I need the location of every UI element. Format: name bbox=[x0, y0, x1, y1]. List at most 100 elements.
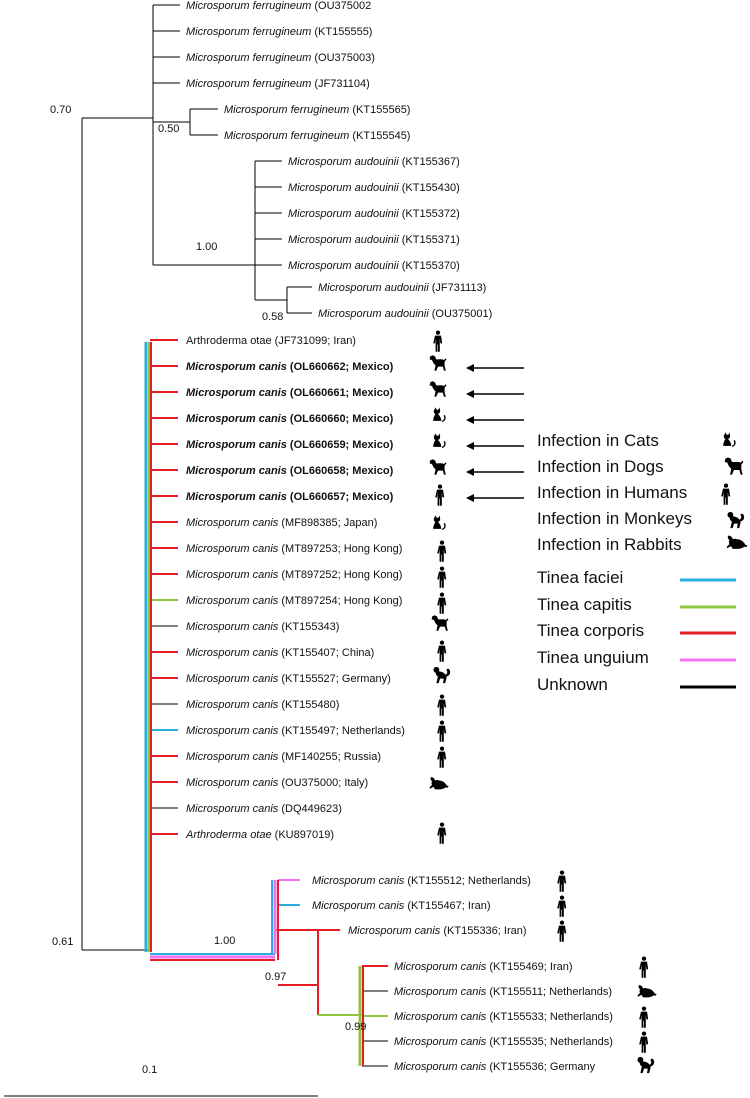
support-value: 0.58 bbox=[262, 311, 283, 323]
accession: (KT155511; Netherlands) bbox=[486, 986, 612, 998]
arrow-icon bbox=[466, 364, 524, 372]
leaf-label: Microsporum ferrugineum (KT155555) bbox=[186, 26, 372, 38]
accession: (OL660659; Mexico) bbox=[287, 439, 394, 451]
leaf-label: Microsporum canis (KT155533; Netherlands… bbox=[394, 1011, 613, 1023]
monkey-icon bbox=[433, 666, 451, 684]
accession: (KT155480) bbox=[278, 699, 339, 711]
arrow-icon bbox=[466, 468, 524, 476]
human-icon bbox=[639, 1031, 649, 1053]
leaf-label: Microsporum canis (OL660658; Mexico) bbox=[186, 465, 394, 477]
accession: (JF731104) bbox=[311, 78, 370, 90]
leaf-label: Microsporum ferrugineum (KT155565) bbox=[224, 104, 410, 116]
species-name: Microsporum ferrugineum bbox=[224, 104, 349, 116]
highlight-arrows bbox=[466, 364, 524, 502]
species-name: Microsporum canis bbox=[394, 986, 487, 998]
leaf-label: Microsporum canis (OL660660; Mexico) bbox=[186, 413, 394, 425]
cat-icon bbox=[433, 515, 446, 530]
leaf-label: Microsporum audouinii (KT155372) bbox=[288, 208, 460, 220]
species-name: Microsporum ferrugineum bbox=[186, 52, 311, 64]
species-name: Microsporum canis bbox=[394, 1036, 487, 1048]
species-name: Microsporum canis bbox=[186, 387, 287, 399]
leaf-label: Microsporum audouinii (KT155370) bbox=[288, 260, 460, 272]
cat-icon bbox=[723, 432, 736, 447]
leaf-labels: Microsporum ferrugineum (OU375002Microsp… bbox=[185, 0, 613, 1073]
human-icon bbox=[639, 956, 649, 978]
legend-host-label: Infection in Rabbits bbox=[537, 535, 682, 554]
human-icon bbox=[437, 592, 447, 614]
species-name: Microsporum canis bbox=[186, 491, 287, 503]
accession: (KT155565) bbox=[349, 104, 410, 116]
monkey-icon bbox=[637, 1056, 655, 1074]
species-name: Microsporum canis bbox=[186, 647, 279, 659]
arrow-icon bbox=[466, 442, 524, 450]
species-name: Microsporum canis bbox=[186, 413, 287, 425]
accession: (OU375002 bbox=[311, 0, 371, 12]
species-name: Microsporum canis bbox=[348, 925, 441, 937]
cat-icon bbox=[433, 407, 446, 422]
human-icon bbox=[437, 720, 447, 742]
accession: (KT155371) bbox=[399, 234, 460, 246]
species-name: Microsporum ferrugineum bbox=[224, 130, 349, 142]
accession: (OU375001) bbox=[429, 308, 493, 320]
species-name: Microsporum canis bbox=[186, 725, 279, 737]
accession: (OL660661; Mexico) bbox=[287, 387, 394, 399]
accession: (OL660662; Mexico) bbox=[287, 361, 394, 373]
leaf-label: Arthroderma otae (KU897019) bbox=[185, 829, 334, 841]
accession: (KT155367) bbox=[399, 156, 460, 168]
leaf-label: Microsporum ferrugineum (KT155545) bbox=[224, 130, 410, 142]
accession: (KT155407; China) bbox=[278, 647, 374, 659]
arrow-icon bbox=[466, 416, 524, 424]
species-name: Microsporum canis bbox=[186, 621, 279, 633]
species-name: Microsporum ferrugineum bbox=[186, 78, 311, 90]
accession: (MT897252; Hong Kong) bbox=[278, 569, 402, 581]
human-icon bbox=[437, 694, 447, 716]
accession: (KT155336; Iran) bbox=[440, 925, 526, 937]
accession: (OL660657; Mexico) bbox=[287, 491, 394, 503]
leaf-label: Microsporum canis (DQ449623) bbox=[186, 803, 342, 815]
species-name: Microsporum canis bbox=[312, 875, 405, 887]
species-name: Microsporum audouinii bbox=[288, 234, 399, 246]
scale-label: 0.1 bbox=[142, 1064, 157, 1076]
species-name: Microsporum canis bbox=[394, 1011, 487, 1023]
support-value: 0.99 bbox=[345, 1021, 366, 1033]
human-icon bbox=[437, 640, 447, 662]
leaf-label: Microsporum audouinii (OU375001) bbox=[318, 308, 492, 320]
dog-icon bbox=[431, 615, 449, 631]
species-name: Microsporum ferrugineum bbox=[186, 26, 311, 38]
species-name: Microsporum canis bbox=[186, 517, 279, 529]
accession: (KT155512; Netherlands) bbox=[404, 875, 531, 887]
human-icon bbox=[437, 566, 447, 588]
accession: (KT155533; Netherlands) bbox=[486, 1011, 613, 1023]
leaf-label: Microsporum canis (KT155536; Germany bbox=[394, 1061, 596, 1073]
dog-icon bbox=[429, 355, 447, 371]
leaf-label: Microsporum audouinii (KT155367) bbox=[288, 156, 460, 168]
species-name: Microsporum canis bbox=[186, 439, 287, 451]
leaf-label: Microsporum canis (KT155527; Germany) bbox=[186, 673, 391, 685]
human-icon bbox=[721, 483, 731, 505]
legend-type-label: Unknown bbox=[537, 675, 608, 694]
dog-icon bbox=[429, 381, 447, 397]
accession: (MT897253; Hong Kong) bbox=[278, 543, 402, 555]
human-icon bbox=[557, 895, 567, 917]
leaf-label: Microsporum ferrugineum (OU375002 bbox=[186, 0, 371, 12]
species-name: Microsporum audouinii bbox=[288, 260, 399, 272]
rabbit-icon bbox=[726, 535, 748, 549]
accession: (KT155430) bbox=[399, 182, 460, 194]
leaf-label: Microsporum canis (MT897253; Hong Kong) bbox=[186, 543, 402, 555]
leaf-label: Microsporum canis (OL660659; Mexico) bbox=[186, 439, 394, 451]
legend-host-label: Infection in Monkeys bbox=[537, 509, 692, 528]
leaf-label: Microsporum canis (KT155497; Netherlands… bbox=[186, 725, 405, 737]
accession: (KT155536; Germany bbox=[486, 1061, 595, 1073]
species-name: Microsporum audouinii bbox=[288, 208, 399, 220]
leaf-label: Microsporum canis (MT897254; Hong Kong) bbox=[186, 595, 402, 607]
dog-icon bbox=[724, 457, 744, 475]
species-name: Microsporum canis bbox=[312, 900, 405, 912]
leaf-label: Microsporum canis (KT155343) bbox=[186, 621, 339, 633]
leaf-label: Microsporum ferrugineum (JF731104) bbox=[186, 78, 370, 90]
species-name: Microsporum canis bbox=[186, 595, 279, 607]
accession: (KT155370) bbox=[399, 260, 460, 272]
species-name: Microsporum ferrugineum bbox=[186, 0, 311, 12]
